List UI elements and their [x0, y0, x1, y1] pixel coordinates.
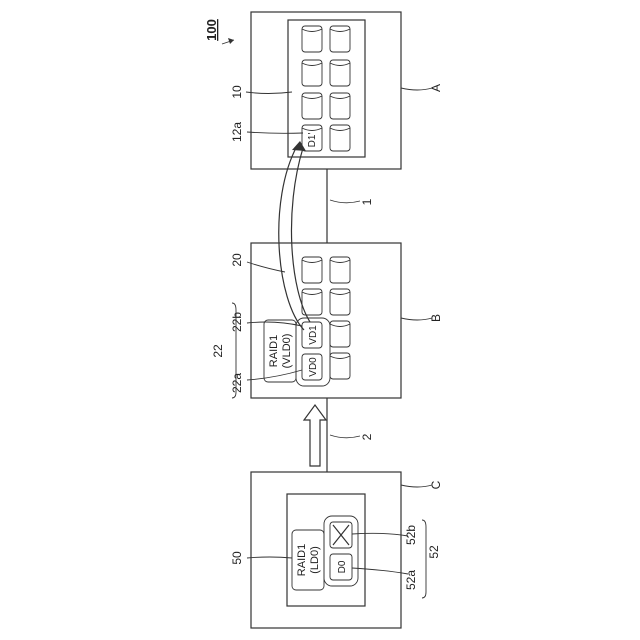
vd0-label-group: VD0 [308, 357, 319, 377]
copy-arrowhead-icon [292, 141, 306, 151]
failed-cross-icon [333, 525, 349, 545]
box-b-array-leader [247, 262, 285, 272]
box-a-disks [302, 26, 350, 151]
figure-ref-arrowhead-icon [228, 38, 234, 44]
box-a-array-ref: 10 [230, 85, 244, 99]
box-c-raid-line2: (LD0) [309, 546, 321, 574]
d0-label: D0 [337, 560, 348, 573]
box-a-array-leader [246, 92, 292, 94]
box-b-array-ref: 20 [230, 253, 244, 267]
disk-icon [330, 26, 350, 52]
disk-icon [330, 60, 350, 86]
box-b-vd0-ref-group: 22a [230, 373, 244, 393]
box-b-vd1-leader [247, 322, 302, 326]
box-b-array-ref-group: 20 [230, 253, 244, 267]
disk-icon [302, 26, 322, 52]
disk-icon [302, 60, 322, 86]
migration-arrow-icon [304, 405, 326, 466]
box-c-raid-line1: RAID1 [296, 544, 308, 576]
disk-icon [330, 93, 350, 119]
box-c-group-ref: 52 [427, 545, 441, 559]
link-2-label: 2 [360, 433, 374, 440]
link-1-leader [330, 200, 360, 203]
box-b-raid-line2: (VLD0) [281, 334, 293, 369]
disk-d1-prime-label-group: D1' [307, 133, 318, 148]
box-c-failed-ref-group: 52b [404, 525, 418, 545]
box-a-array [288, 20, 365, 157]
figure-ref-group: 100 [204, 19, 219, 41]
box-b-tag-leader [401, 318, 432, 320]
box-c-d0-ref-group: 52a [404, 570, 418, 590]
box-c-tag-leader [401, 485, 432, 487]
disk-d1-prime-top [302, 128, 322, 131]
link-2-label-group: 2 [360, 433, 374, 440]
disk-icon [302, 257, 322, 283]
box-b-group-ref-group: 22 [211, 344, 225, 358]
box-a-frame [251, 12, 401, 169]
box-a-tag-leader [401, 88, 432, 90]
box-b-frame [251, 243, 401, 398]
disk-icon [330, 125, 350, 151]
box-c-array-ref: 50 [230, 551, 244, 565]
box-b-raid-text-group: RAID1 (VLD0) [268, 334, 293, 369]
box-c-array-leader [247, 557, 292, 558]
box-c-failed-leader [352, 533, 408, 536]
box-c-failed-ref: 52b [404, 525, 418, 545]
disk-icon [302, 93, 322, 119]
d0-label-group: D0 [337, 560, 348, 573]
box-c-array-ref-group: 50 [230, 551, 244, 565]
box-b-vd0-ref: 22a [230, 373, 244, 393]
link-1-label-group: 1 [360, 198, 374, 205]
box-c-group-brace [422, 520, 426, 598]
box-c-raid-text-group: RAID1 (LD0) [296, 544, 321, 576]
box-c-d0-leader [352, 568, 408, 574]
box-b-group-ref: 22 [211, 344, 225, 358]
link-1-label: 1 [360, 198, 374, 205]
box-a-array-ref-group: 10 [230, 85, 244, 99]
copy-arrow-inner [291, 148, 310, 322]
box-b-vd1-ref-group: 22b [230, 312, 244, 332]
box-c-group-ref-group: 52 [427, 545, 441, 559]
box-c-ld-group [324, 516, 358, 586]
figure-ref-label: 100 [204, 19, 219, 41]
disk-icon [330, 353, 350, 379]
box-a-disk-ref-group: 12a [230, 122, 244, 142]
link-2-leader [330, 435, 360, 438]
vd1-label-group: VD1 [308, 325, 319, 345]
vd0-label: VD0 [308, 357, 319, 377]
vd1-label: VD1 [308, 325, 319, 345]
box-a-disk-leader [247, 132, 303, 133]
disk-icon [302, 289, 322, 315]
box-c-d0-ref: 52a [404, 570, 418, 590]
disk-icon [330, 257, 350, 283]
box-b-vd1-ref: 22b [230, 312, 244, 332]
box-c-frame [251, 472, 401, 628]
box-b-raid-line1: RAID1 [268, 335, 280, 367]
box-b-vd0-leader [247, 370, 302, 380]
disk-icon [330, 321, 350, 347]
box-a-disk-ref: 12a [230, 122, 244, 142]
disk-d1-prime-label: D1' [307, 133, 318, 148]
disk-icon [330, 289, 350, 315]
